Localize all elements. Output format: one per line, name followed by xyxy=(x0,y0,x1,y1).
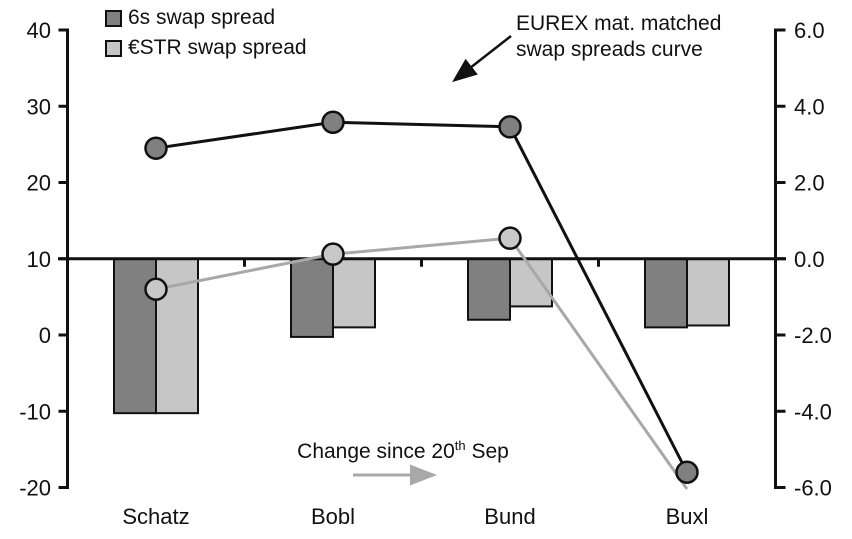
legend-item-estr: €STR swap spread xyxy=(105,36,307,59)
curve-annotation: EUREX mat. matched swap spreads curve xyxy=(516,11,721,63)
bar-6s-bund xyxy=(467,257,511,321)
right-axis-label-2.0: 2.0 xyxy=(794,171,825,196)
change-annotation-sup: th xyxy=(454,438,466,453)
right-axis-label-0.0: 0.0 xyxy=(794,247,825,272)
curve-annotation-arrow xyxy=(452,35,512,83)
left-axis-label--20: -20 xyxy=(19,476,51,501)
marker-estr-bobl xyxy=(321,242,345,266)
right-axis-label--4.0: -4.0 xyxy=(794,399,832,424)
change-annotation: Change since 20th Sep xyxy=(268,438,538,464)
bar-6s-buxl xyxy=(644,257,688,329)
line-estr-swap-spread xyxy=(155,236,689,490)
right-axis-label-6.0: 6.0 xyxy=(794,18,825,43)
bar-estr-buxl xyxy=(686,257,730,327)
right-axis-label-4.0: 4.0 xyxy=(794,94,825,119)
marker-estr-bund xyxy=(498,226,522,250)
legend-item-6s: 6s swap spread xyxy=(105,6,307,29)
curve-annotation-line2: swap spreads curve xyxy=(516,38,703,61)
legend-swatch-estr xyxy=(105,39,122,57)
marker-estr-schatz xyxy=(144,277,168,301)
curve-annotation-line1: EUREX mat. matched xyxy=(516,12,722,35)
marker-6s-bobl xyxy=(321,110,345,135)
left-axis-label-30: 30 xyxy=(27,94,51,119)
marker-6s-bund xyxy=(498,115,522,139)
bar-estr-bobl xyxy=(332,257,376,329)
line-6s-swap-spread xyxy=(155,120,689,473)
x-axis-label-bobl: Bobl xyxy=(311,504,355,529)
x-axis-label-schatz: Schatz xyxy=(122,504,189,529)
left-axis-label--10: -10 xyxy=(19,399,51,424)
legend-label-6s: 6s swap spread xyxy=(128,6,276,29)
legend-swatch-6s xyxy=(105,9,122,27)
legend: 6s swap spread €STR swap spread xyxy=(105,6,307,69)
left-axis-label-0: 0 xyxy=(39,323,51,348)
bar-6s-bobl xyxy=(290,257,334,338)
change-annotation-text: Change since 20 xyxy=(297,440,455,463)
x-axis-label-bund: Bund xyxy=(484,504,535,529)
left-axis-label-10: 10 xyxy=(27,247,51,272)
left-axis-label-40: 40 xyxy=(27,18,51,43)
right-axis-label--2.0: -2.0 xyxy=(794,323,832,348)
x-axis-label-buxl: Buxl xyxy=(666,504,709,529)
marker-6s-buxl xyxy=(675,460,699,484)
left-axis-label-20: 20 xyxy=(27,171,51,196)
marker-6s-schatz xyxy=(144,136,168,160)
change-annotation-tail: Sep xyxy=(465,440,509,463)
legend-label-estr: €STR swap spread xyxy=(128,36,307,59)
right-axis-label--6.0: -6.0 xyxy=(794,476,832,501)
